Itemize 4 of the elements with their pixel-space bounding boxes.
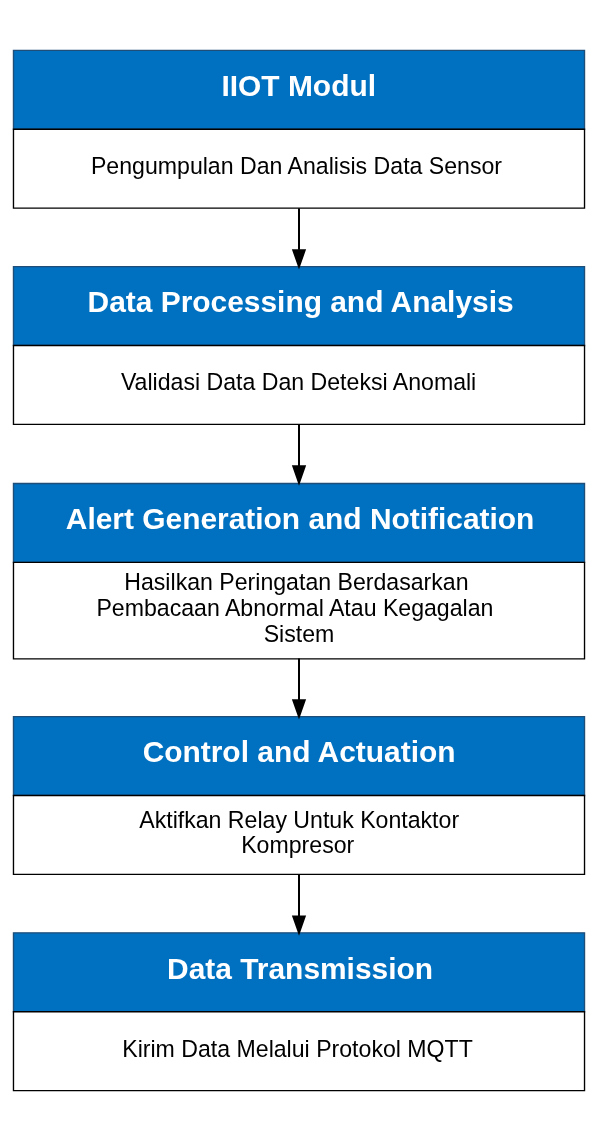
arrow [291, 424, 307, 486]
arrow [291, 657, 307, 720]
arrow [291, 874, 307, 936]
arrow [291, 207, 307, 270]
